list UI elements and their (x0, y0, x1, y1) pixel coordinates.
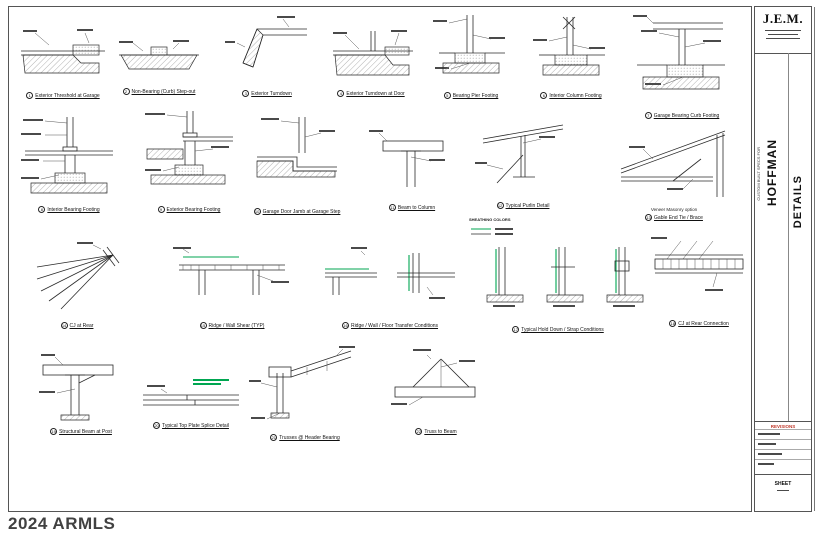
turndown-door-sketch (333, 30, 413, 76)
transfer-conditions-sketch (325, 247, 455, 299)
spec-label: CUSTOM BUILT SPECS FOR (756, 147, 761, 201)
curb-section-sketch (119, 40, 199, 70)
beam-column-sketch (369, 130, 445, 187)
turndown-section-sketch (225, 16, 307, 68)
exterior-bearing-footing-sketch (145, 111, 233, 185)
pier-footing-sketch (433, 15, 505, 74)
logo-address-line (765, 29, 801, 31)
shear-transfer-sketch (173, 247, 289, 295)
sheet-number (777, 489, 789, 491)
detail-subtitle: Veneer Masonry option (650, 207, 698, 212)
revision-row (755, 429, 811, 439)
purlin-sketch (475, 124, 564, 184)
sheet-number-box: SHEET (755, 473, 811, 513)
threshold-section-sketch (21, 29, 105, 74)
beam-post-sketch (39, 354, 114, 421)
cj-connection-sketch (651, 237, 744, 291)
title-block-divider (788, 53, 789, 421)
truss-beam-sketch (391, 349, 476, 406)
sheathing-colors-legend: SHEATHING COLORS (469, 217, 511, 222)
firm-logo-box: J.E.M. (755, 7, 811, 54)
logo-address-line (766, 37, 800, 39)
armls-watermark: 2024 ARMLS (8, 514, 116, 533)
revision-row (755, 449, 811, 459)
revision-row (755, 459, 811, 469)
title-block: J.E.M. CUSTOM BUILT SPECS FOR HOFFMAN DE… (754, 6, 815, 513)
truss-header-sketch (249, 346, 355, 420)
firm-logo: J.E.M. (762, 11, 804, 26)
interior-bearing-footing-sketch (21, 117, 113, 194)
sheet-title: DETAILS (792, 175, 804, 229)
plate-splice-sketch (143, 379, 239, 406)
revisions-box: REVISIONS (755, 421, 811, 475)
door-jamb-sketch (256, 117, 337, 178)
column-footing-sketch (533, 16, 605, 76)
revision-row (755, 439, 811, 449)
cj-fan-sketch (36, 242, 120, 310)
detail-number: 1 (26, 92, 34, 99)
gable-tie-sketch (620, 130, 726, 197)
client-name: HOFFMAN (765, 139, 779, 206)
holddown-sketch (471, 228, 644, 307)
sheet-label: SHEET (774, 481, 792, 487)
garage-curb-footing-sketch (633, 15, 725, 90)
logo-address-line (768, 33, 798, 35)
revisions-label: REVISIONS (770, 424, 796, 429)
